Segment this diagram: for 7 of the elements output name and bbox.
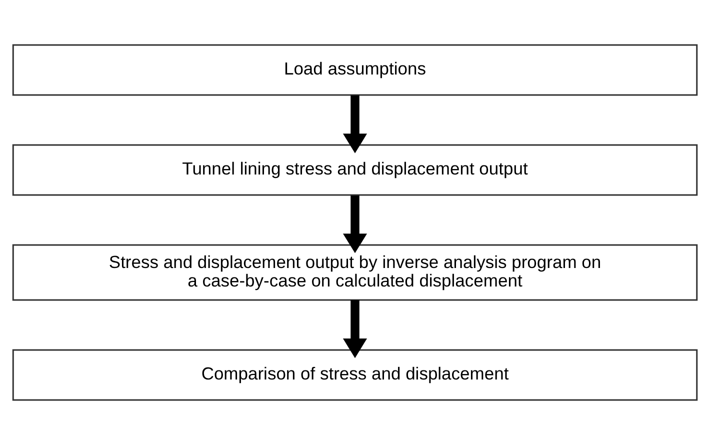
node-box: Stress and displacement output by inverse analysis program on a case-by-case on calculated displacement [12, 244, 698, 300]
arrow [342, 300, 368, 358]
node-box: Load assumptions [12, 44, 698, 96]
arrow [342, 194, 368, 253]
node-box: Comparison of stress and displacement [12, 348, 698, 400]
node-box: Tunnel lining stress and displacement output [12, 144, 698, 196]
arrow [342, 94, 368, 153]
